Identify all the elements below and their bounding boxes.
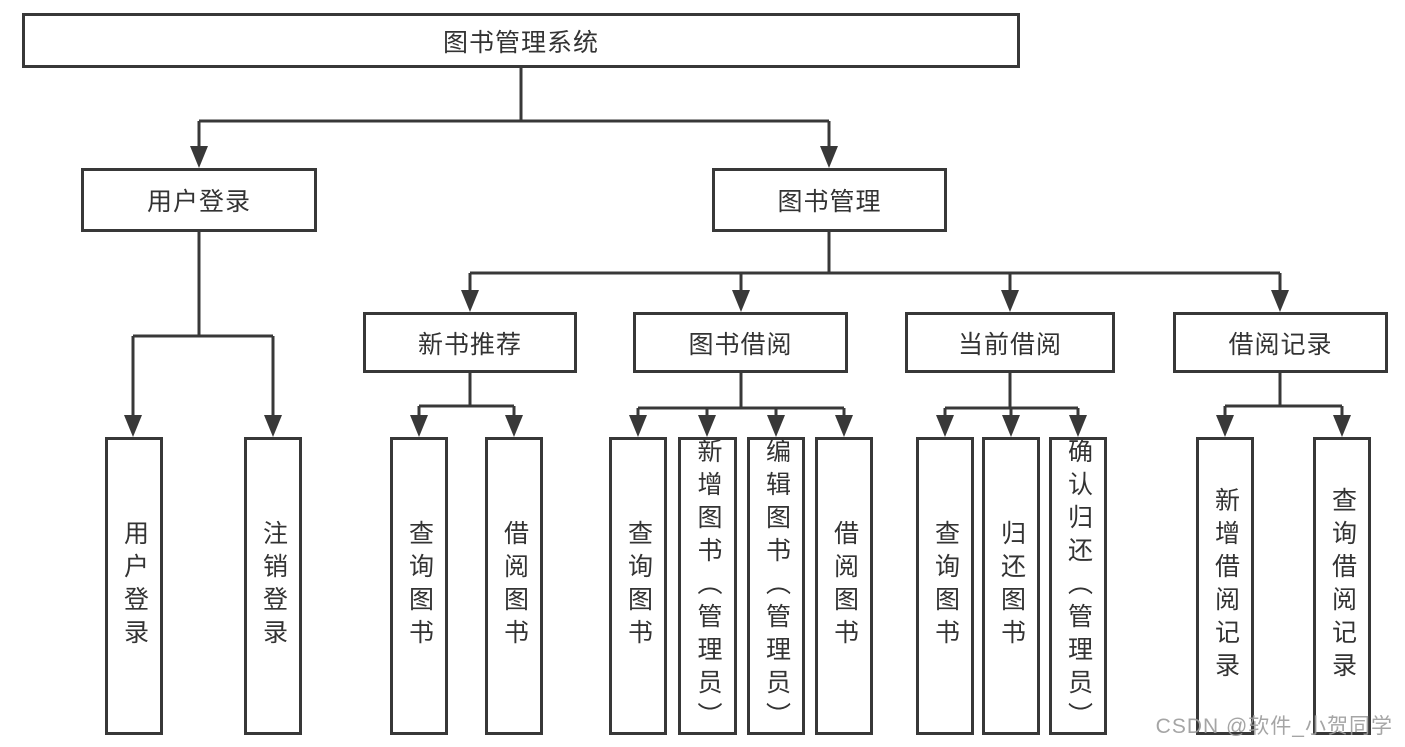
node-user-login: 用户登录	[81, 168, 317, 232]
leaf-borrow-book-recommend: 借阅图书	[485, 437, 543, 735]
leaf-borrow-book-label: 借阅图书	[830, 520, 859, 652]
leaf-user-login-label: 用户登录	[120, 520, 149, 652]
leaf-add-borrow-record: 新增借阅记录	[1196, 437, 1254, 735]
node-new-book-recommend-label: 新书推荐	[417, 330, 522, 359]
leaf-query-borrow-record-label: 查询借阅记录	[1328, 487, 1357, 685]
leaf-query-book-recommend: 查询图书	[390, 437, 448, 735]
leaf-borrow-book: 借阅图书	[815, 437, 873, 735]
node-current-borrow-label: 当前借阅	[957, 330, 1062, 359]
node-book-management-label: 图书管理	[777, 188, 882, 216]
leaf-query-book-current-label: 查询图书	[931, 520, 960, 652]
leaf-logout: 注销登录	[244, 437, 302, 735]
leaf-query-book-borrow: 查询图书	[609, 437, 667, 735]
node-user-login-label: 用户登录	[146, 188, 251, 216]
node-book-borrow-label: 图书借阅	[688, 330, 793, 359]
leaf-borrow-book-recommend-label: 借阅图书	[500, 520, 529, 652]
node-book-borrow: 图书借阅	[633, 312, 848, 373]
node-root-label: 图书管理系统	[442, 28, 599, 57]
leaf-query-borrow-record: 查询借阅记录	[1313, 437, 1371, 735]
leaf-user-login: 用户登录	[105, 437, 163, 735]
leaf-edit-book-admin-label: 编辑图书（管理员）	[762, 437, 791, 735]
arrowheads	[124, 146, 1351, 437]
leaf-add-book-admin-label: 新增图书（管理员）	[694, 437, 722, 735]
node-book-management: 图书管理	[712, 168, 947, 232]
leaf-edit-book-admin: 编辑图书（管理员）	[747, 437, 805, 735]
node-new-book-recommend: 新书推荐	[363, 312, 577, 373]
node-borrow-records: 借阅记录	[1173, 312, 1388, 373]
leaf-logout-label: 注销登录	[259, 520, 288, 652]
leaf-add-borrow-record-label: 新增借阅记录	[1211, 487, 1240, 685]
watermark: CSDN @软件_小贺同学	[1155, 715, 1393, 738]
node-borrow-records-label: 借阅记录	[1228, 330, 1333, 359]
leaf-add-book-admin: 新增图书（管理员）	[678, 437, 737, 735]
leaf-query-book-current: 查询图书	[916, 437, 974, 735]
leaf-query-book-borrow-label: 查询图书	[624, 520, 653, 652]
leaf-return-book-label: 归还图书	[997, 520, 1026, 652]
leaf-confirm-return-admin-label: 确认归还（管理员）	[1064, 437, 1093, 735]
node-root-system: 图书管理系统	[22, 13, 1020, 68]
leaf-confirm-return-admin: 确认归还（管理员）	[1049, 437, 1107, 735]
leaf-return-book: 归还图书	[982, 437, 1040, 735]
node-current-borrow: 当前借阅	[905, 312, 1115, 373]
leaf-query-book-recommend-label: 查询图书	[405, 520, 434, 652]
